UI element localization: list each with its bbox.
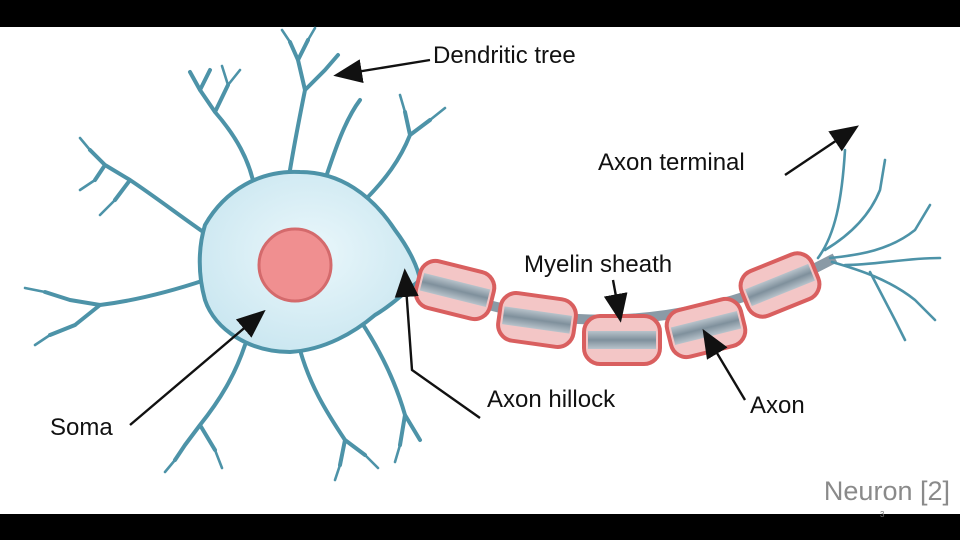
label-myelin-sheath: Myelin sheath [524, 251, 672, 278]
page-number: 3 [880, 510, 885, 519]
label-axon-hillock: Axon hillock [487, 386, 616, 413]
label-soma: Soma [50, 414, 113, 441]
label-axon: Axon [750, 392, 805, 419]
dendrites [23, 26, 447, 482]
pointer-arrows [129, 58, 859, 426]
label-axon-terminal: Axon terminal [598, 149, 745, 176]
axon-terminal [816, 148, 942, 342]
label-dendritic-tree: Dendritic tree [433, 42, 576, 69]
slide-caption: Neuron [2] [823, 476, 950, 506]
nucleus [257, 227, 333, 303]
